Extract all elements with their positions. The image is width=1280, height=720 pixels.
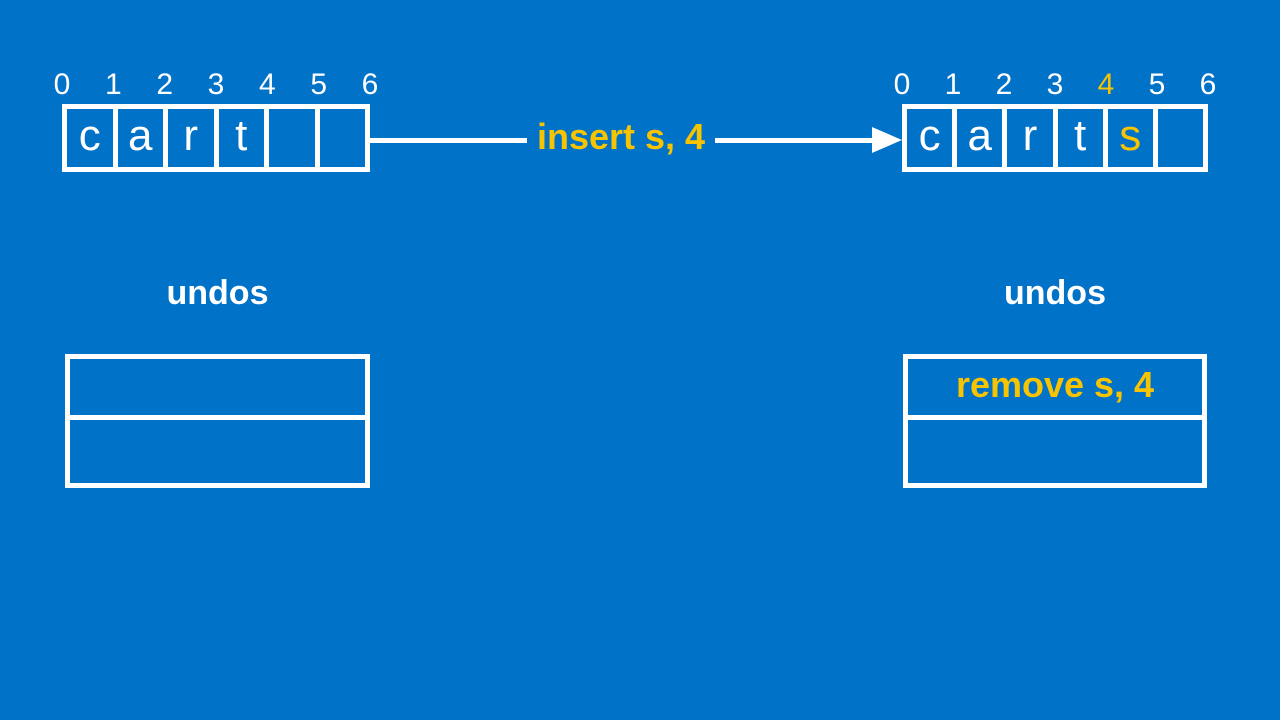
array-before: c a r t <box>62 104 370 172</box>
index-label: 3 <box>207 68 225 101</box>
index-label: 6 <box>361 68 379 101</box>
index-label: 2 <box>156 68 173 101</box>
arrow-head-icon <box>872 127 902 153</box>
array-cell: s <box>1108 109 1158 167</box>
index-label: 1 <box>944 68 962 101</box>
array-cell: r <box>168 109 219 167</box>
array-cell: a <box>957 109 1008 167</box>
array-cell: t <box>219 109 269 167</box>
index-label: 4 <box>1097 68 1115 101</box>
operation-arrow: insert s, 4 <box>370 112 902 168</box>
array-cell <box>269 109 320 167</box>
arrow-line-right <box>715 137 872 143</box>
undo-stack-before <box>65 354 370 488</box>
stack-row <box>908 420 1202 483</box>
array-cell: c <box>907 109 958 167</box>
index-label: 5 <box>1148 68 1166 101</box>
index-label: 3 <box>1046 68 1064 101</box>
array-cell: r <box>1007 109 1058 167</box>
index-label: 6 <box>1199 68 1217 101</box>
index-row: 0 1 2 3 4 5 6 <box>54 66 379 104</box>
array-cell <box>320 109 366 167</box>
index-label: 0 <box>893 68 911 101</box>
array-after: c a r t s <box>902 104 1208 172</box>
array-cell: a <box>118 109 168 167</box>
index-label: 1 <box>104 68 122 101</box>
index-row: 0 1 2 3 4 5 6 <box>894 66 1217 104</box>
undo-stack-after: remove s, 4 <box>903 354 1207 488</box>
index-label: 4 <box>258 68 276 101</box>
array-cell: c <box>67 109 118 167</box>
index-label: 2 <box>995 68 1013 101</box>
operation-label: insert s, 4 <box>536 116 706 157</box>
array-cell: t <box>1058 109 1108 167</box>
index-label: 0 <box>53 68 71 101</box>
index-label: 5 <box>310 68 327 101</box>
stack-row: remove s, 4 <box>908 359 1202 420</box>
stack-label-before: undos <box>166 274 269 312</box>
stack-label-after: undos <box>1004 274 1106 312</box>
array-group-before: 0 1 2 3 4 5 6 c a r t <box>54 66 379 172</box>
stack-row <box>70 420 365 483</box>
array-group-after: 0 1 2 3 4 5 6 c a r t s <box>894 66 1217 172</box>
array-cell <box>1158 109 1203 167</box>
stack-row <box>70 359 365 420</box>
arrow-line-left <box>370 137 527 143</box>
